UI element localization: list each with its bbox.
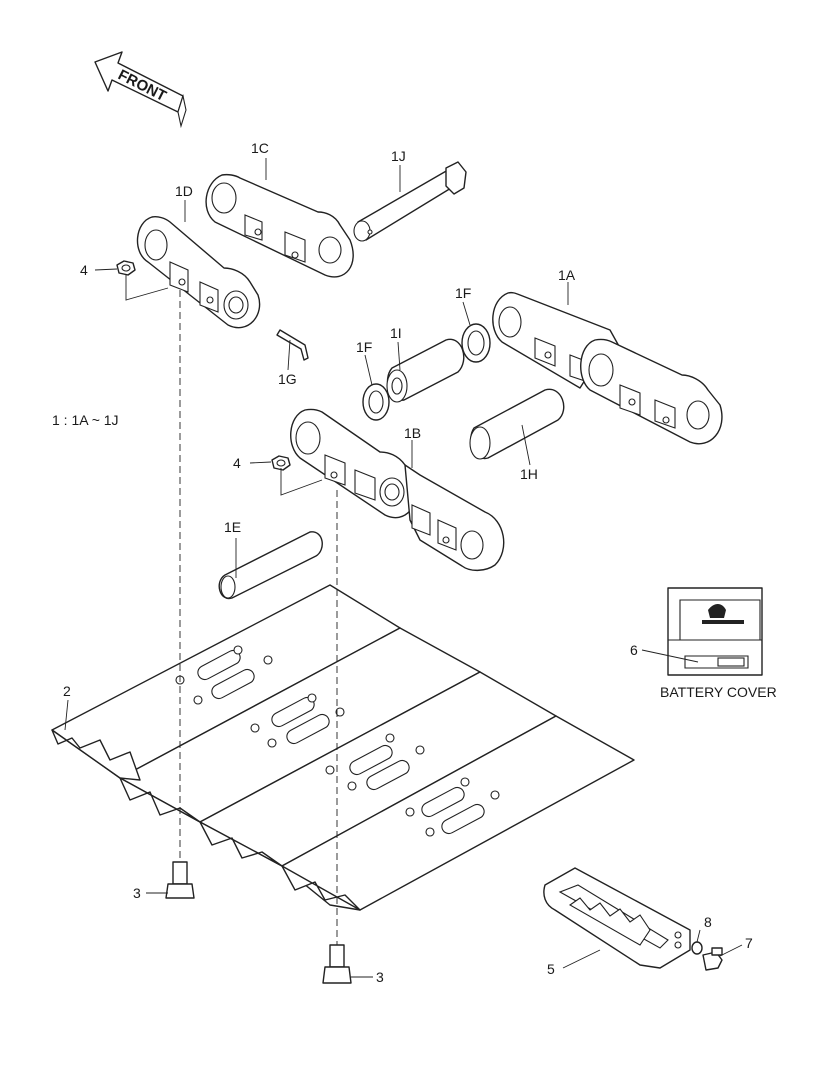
track-link-1A: [492, 291, 723, 445]
seal-1F-left: [362, 383, 390, 421]
bushing-1H: [469, 388, 565, 460]
track-pin-1E: [218, 531, 323, 600]
bolt-3-upper: [165, 861, 195, 899]
callout-1F-left: 1F: [356, 339, 372, 355]
nut-4-lower: [271, 455, 291, 471]
callout-4-upper: 4: [80, 262, 88, 278]
callout-1A: 1A: [558, 267, 576, 283]
washer-8: [691, 941, 703, 955]
master-pin-1J: [353, 161, 467, 242]
callout-5: 5: [547, 961, 555, 977]
daewoo-logo: [702, 604, 744, 624]
callout-1G: 1G: [278, 371, 297, 387]
battery-cover-caption: BATTERY COVER: [660, 684, 777, 700]
callout-1I: 1I: [390, 325, 402, 341]
track-shoe-plates-2: [51, 584, 635, 911]
bushing-1I: [386, 338, 465, 403]
callout-3-upper: 3: [133, 885, 141, 901]
callout-1C: 1C: [251, 140, 269, 156]
nut-4-upper: [116, 260, 136, 276]
callout-7: 7: [745, 935, 753, 951]
callout-1D: 1D: [175, 183, 193, 199]
callout-4-lower: 4: [233, 455, 241, 471]
callout-1H: 1H: [520, 466, 538, 482]
callout-8: 8: [704, 914, 712, 930]
callout-2: 2: [63, 683, 71, 699]
track-link-1D: [136, 216, 261, 329]
track-link-1C: [205, 173, 354, 278]
battery-cover-illustration: [667, 587, 763, 676]
spring-pin-1G: [276, 329, 309, 361]
step-5: [543, 867, 691, 969]
callout-1F-right: 1F: [455, 285, 471, 301]
callout-3-lower: 3: [376, 969, 384, 985]
front-arrow: FRONT: [94, 51, 187, 129]
assembly-note: 1 : 1A ~ 1J: [52, 412, 119, 428]
track-link-1B: [290, 408, 505, 572]
callout-1J: 1J: [391, 148, 406, 164]
bolt-3-lower: [322, 944, 352, 984]
callout-1E: 1E: [224, 519, 241, 535]
callout-1B: 1B: [404, 425, 421, 441]
seal-1F-right: [461, 323, 491, 363]
leader-lines: [64, 158, 743, 978]
callout-6: 6: [630, 642, 638, 658]
bolt-7: [702, 947, 723, 971]
